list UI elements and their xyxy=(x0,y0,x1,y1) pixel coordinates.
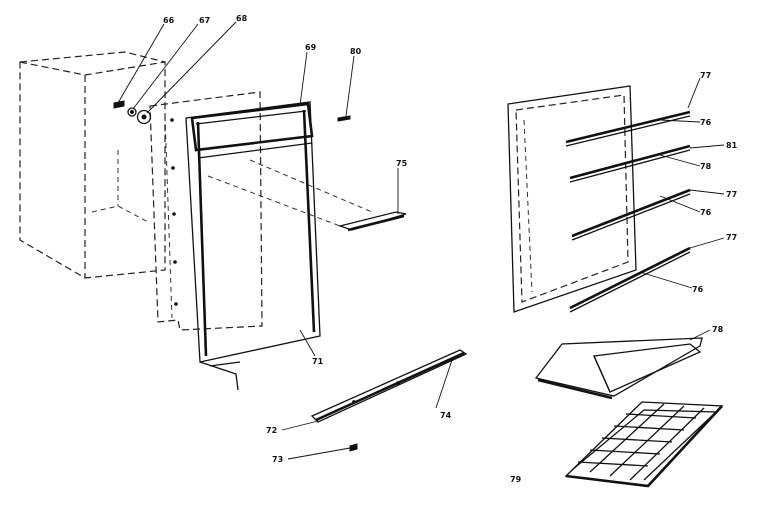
screws xyxy=(337,115,358,452)
drip-tray xyxy=(534,337,703,400)
callout-69: 69 xyxy=(305,43,317,52)
shelf-rails xyxy=(565,110,691,313)
callout-81: 81 xyxy=(726,141,738,150)
callout-80: 80 xyxy=(350,47,362,56)
callout-76-second: 76 xyxy=(700,208,712,217)
callout-66: 66 xyxy=(163,16,175,25)
callout-78-rail: 78 xyxy=(700,162,712,171)
callout-67: 67 xyxy=(199,16,210,25)
callout-labels: 66 67 68 69 80 75 71 72 73 74 77 76 81 7… xyxy=(163,14,738,484)
callout-76-third: 76 xyxy=(692,285,704,294)
callout-76-first: 76 xyxy=(700,118,712,127)
cabinet-outline xyxy=(19,51,166,279)
ice-tray xyxy=(564,401,724,488)
callout-73: 73 xyxy=(272,455,283,464)
callout-78-tray: 78 xyxy=(712,325,724,334)
callout-72: 72 xyxy=(266,426,277,435)
door-shelf xyxy=(207,159,407,232)
door-liner xyxy=(149,91,263,331)
callout-75: 75 xyxy=(396,159,408,168)
callout-79: 79 xyxy=(510,475,522,484)
bottom-trim xyxy=(310,349,468,423)
callout-74: 74 xyxy=(440,411,452,420)
callout-77-bottom: 77 xyxy=(726,233,737,242)
inner-door-liner xyxy=(507,85,637,313)
door-panel xyxy=(185,101,321,391)
callout-68: 68 xyxy=(236,14,248,23)
callout-77-middle: 77 xyxy=(726,190,737,199)
hinge-hardware xyxy=(113,100,152,125)
callout-77-top: 77 xyxy=(700,71,711,80)
callout-71: 71 xyxy=(312,357,324,366)
leader-lines xyxy=(117,21,725,460)
